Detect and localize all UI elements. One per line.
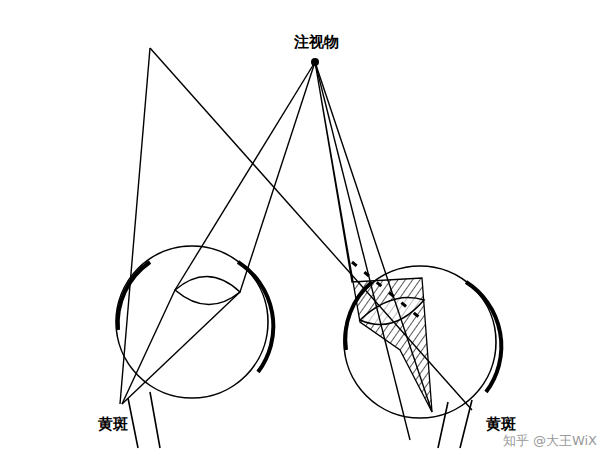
target-label: 注视物 <box>293 35 340 50</box>
watermark: 知乎 @大王WiX <box>502 434 598 447</box>
macula-label: 黄斑 <box>97 417 129 432</box>
macula-label: 黄斑 <box>485 417 517 432</box>
